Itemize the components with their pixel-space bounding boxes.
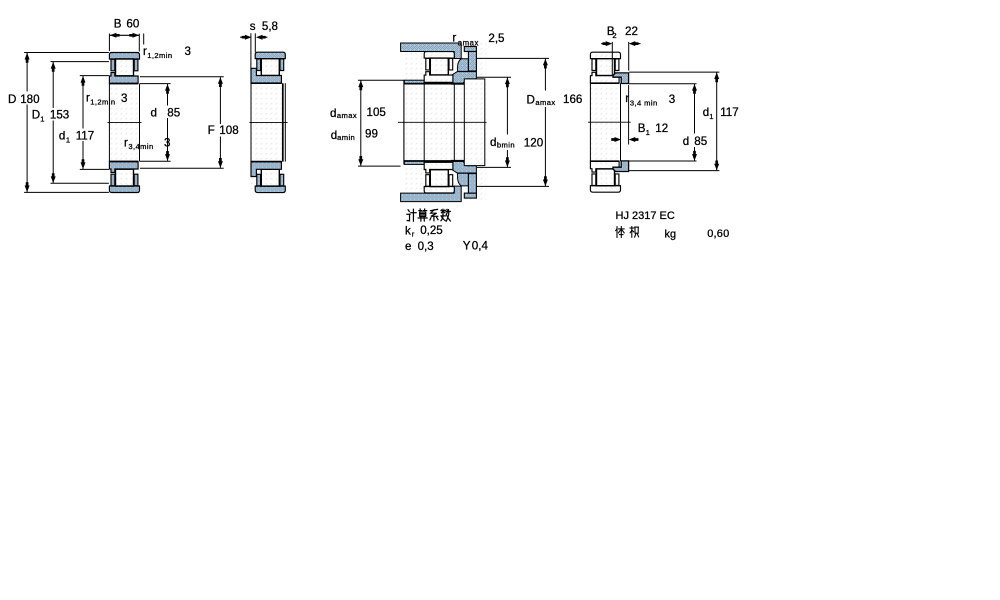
svg-text:2,5: 2,5 [488,32,504,45]
svg-text:3: 3 [185,45,191,58]
svg-text:2: 2 [612,31,617,40]
svg-text:1,2min: 1,2min [90,97,115,106]
svg-text:85: 85 [694,135,707,148]
svg-text:B: B [607,25,615,38]
svg-text:d: d [683,135,689,148]
svg-text:5,8: 5,8 [262,20,278,33]
svg-text:D: D [8,93,16,106]
svg-text:0,60: 0,60 [707,228,729,240]
svg-text:180: 180 [20,93,39,106]
svg-text:k: k [405,224,411,237]
svg-text:0,3: 0,3 [418,240,434,253]
svg-text:d: d [331,129,337,142]
svg-text:amin: amin [337,133,355,142]
svg-text:amax: amax [458,38,479,47]
svg-text:1: 1 [709,112,714,121]
svg-text:e: e [405,240,411,253]
svg-text:3,4min: 3,4min [128,142,153,151]
svg-text:d: d [151,107,157,120]
svg-text:60: 60 [126,18,139,31]
svg-text:r: r [86,91,90,104]
svg-text:22: 22 [625,25,638,38]
svg-text:d: d [330,107,336,120]
svg-text:Y: Y [463,240,471,253]
svg-text:amax: amax [535,98,555,107]
svg-text:D: D [527,93,535,106]
svg-text:3: 3 [669,93,675,106]
svg-text:r: r [124,136,128,149]
svg-text:kg: kg [665,228,677,240]
svg-text:amax: amax [337,111,357,120]
svg-text:12: 12 [655,122,668,135]
svg-text:117: 117 [720,106,738,119]
svg-text:120: 120 [524,136,543,149]
svg-text:166: 166 [563,93,582,106]
svg-text:3: 3 [121,92,127,105]
svg-text:1,2min: 1,2min [147,51,172,60]
svg-text:B: B [638,122,646,135]
svg-text:1: 1 [66,135,71,144]
svg-text:bmin: bmin [497,141,515,150]
svg-text:d: d [59,129,65,142]
svg-text:1: 1 [40,115,45,124]
svg-text:d: d [490,136,496,149]
svg-text:B: B [114,18,122,31]
svg-text:99: 99 [365,128,378,141]
svg-text:r: r [412,230,415,239]
svg-text:F: F [208,124,215,137]
svg-text:r: r [143,45,147,58]
svg-text:r: r [625,92,629,105]
svg-text:HJ 2317 EC: HJ 2317 EC [616,210,675,222]
svg-text:105: 105 [367,106,386,119]
svg-text:1: 1 [646,128,651,137]
svg-text:r: r [452,32,456,45]
svg-text:0,4: 0,4 [472,240,489,253]
svg-text:85: 85 [167,107,180,120]
svg-text:108: 108 [219,124,238,137]
svg-text:0,25: 0,25 [420,224,443,237]
svg-text:d: d [703,106,709,119]
svg-text:3,4 min: 3,4 min [630,98,658,107]
svg-text:D: D [32,109,40,122]
svg-text:s: s [250,20,256,33]
svg-text:117: 117 [76,129,94,142]
svg-text:153: 153 [50,109,69,122]
